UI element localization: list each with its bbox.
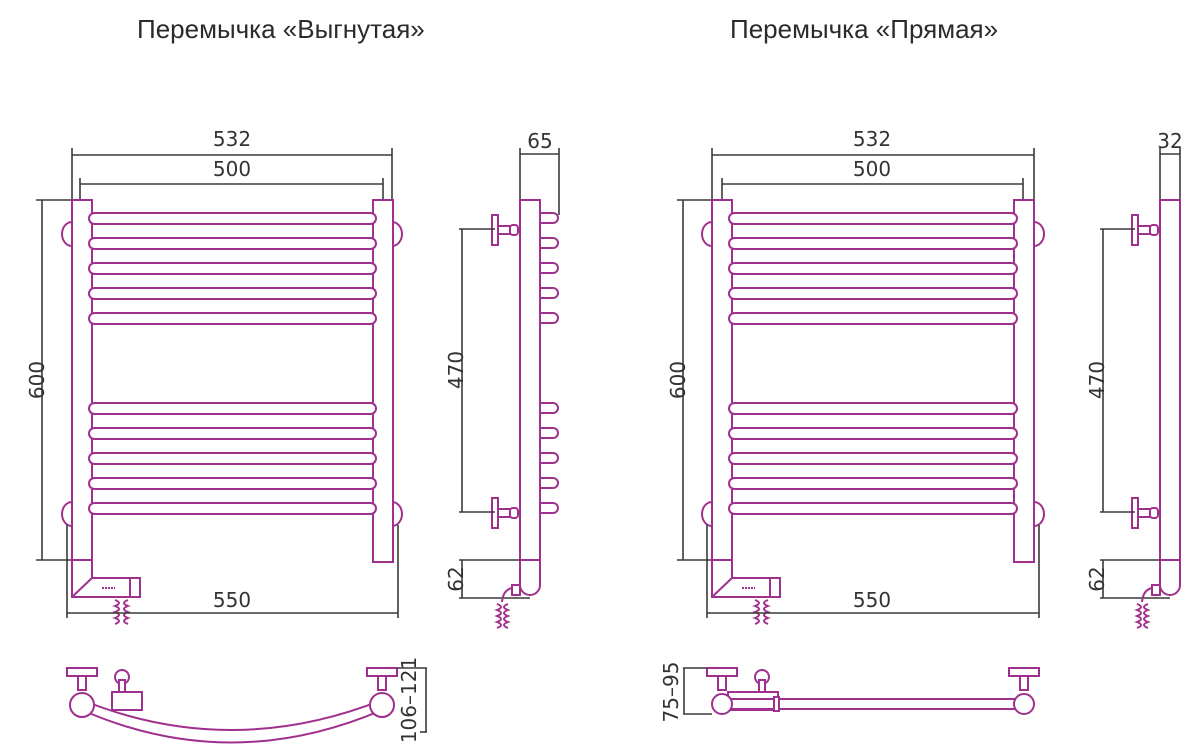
right-side-view: 32 470 62	[1085, 129, 1183, 629]
dim-depth: 65	[527, 129, 552, 153]
wall-mount-bottom	[491, 497, 519, 529]
dim-overall-width: 532	[213, 127, 251, 151]
rungs-top	[88, 212, 377, 325]
wall-mount-top	[491, 214, 519, 246]
rung-loops-top	[540, 212, 559, 324]
rungs-top	[728, 212, 1018, 325]
dim-bottom-offset: 62	[444, 566, 468, 591]
dim-height: 600	[666, 361, 690, 399]
rungs-bottom	[88, 402, 377, 515]
rungs-bottom	[728, 402, 1018, 515]
left-front-view: 532 500 600	[25, 127, 403, 625]
right-front-view: 532 500 600	[666, 127, 1045, 625]
left-side-view: 65	[444, 129, 560, 629]
rung-loops-bottom	[540, 402, 559, 514]
dim-mount-spacing: 470	[1085, 361, 1109, 399]
right-top-view: 75–95	[659, 662, 1040, 723]
wall-mount-top	[1131, 214, 1159, 246]
heater-element	[71, 559, 141, 625]
dim-bracket-width: 550	[213, 588, 251, 612]
dim-overall-width: 532	[853, 127, 891, 151]
power-cable	[1134, 584, 1161, 629]
dim-inner-width: 500	[213, 157, 251, 181]
dim-bottom-offset: 62	[1085, 566, 1109, 591]
left-top-view: 106–121	[66, 657, 427, 744]
dim-height: 600	[25, 361, 49, 399]
dim-depth: 32	[1157, 129, 1182, 153]
heater-element	[711, 559, 781, 625]
dim-inner-width: 500	[853, 157, 891, 181]
dim-bracket-width: 550	[853, 588, 891, 612]
title-curved-jumper: Перемычка «Выгнутая»	[137, 14, 425, 44]
title-straight-jumper: Перемычка «Прямая»	[730, 14, 999, 44]
dim-mount-spacing: 470	[444, 351, 468, 389]
wall-mount-bottom	[1131, 497, 1159, 529]
power-cable	[494, 584, 521, 629]
dim-wall-distance: 75–95	[659, 662, 683, 723]
dim-wall-distance: 106–121	[397, 657, 421, 743]
